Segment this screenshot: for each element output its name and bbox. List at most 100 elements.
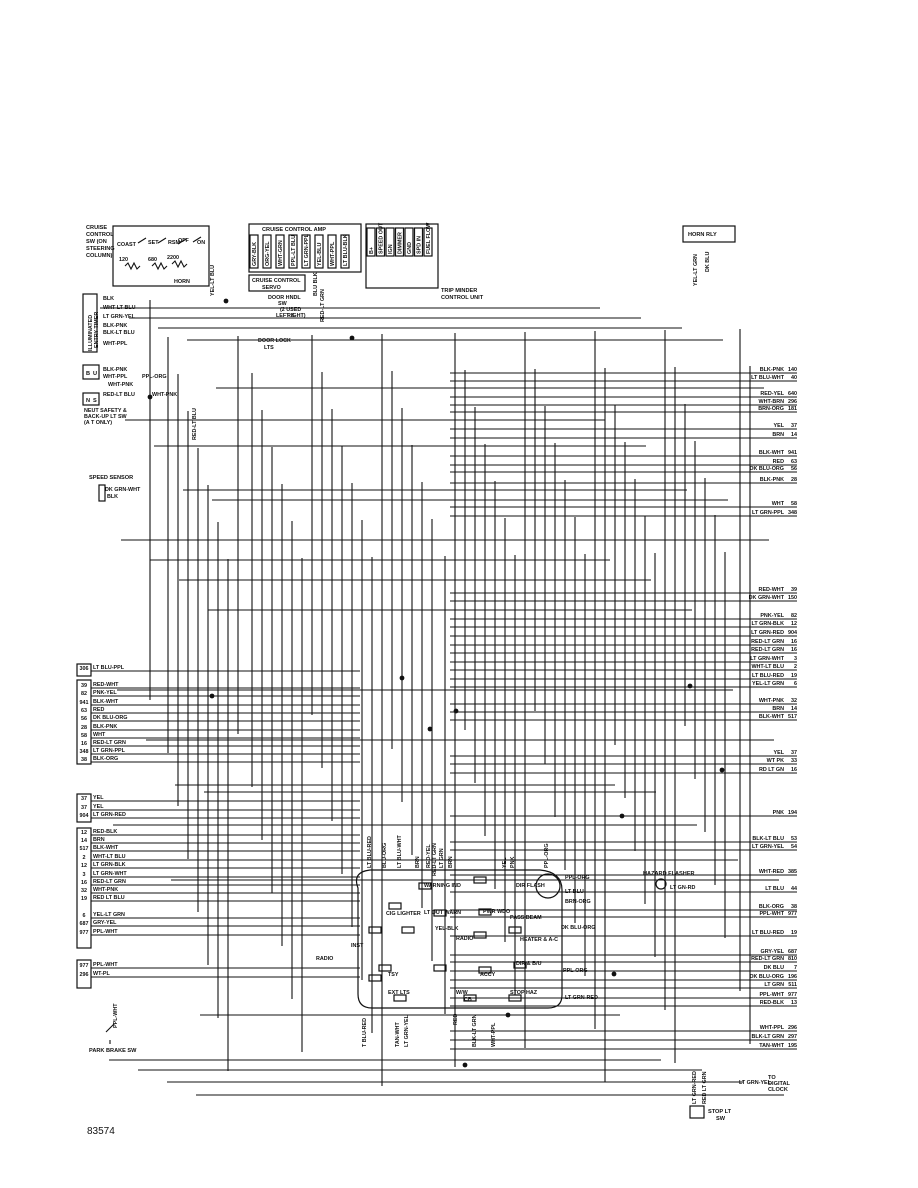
neut-safety-2: (A T ONLY): [84, 420, 112, 426]
top-wire-label: YEL-LT GRN: [693, 254, 699, 286]
top-wire-label: DK BLU: [705, 252, 711, 272]
right-wire-number: 13: [791, 1000, 797, 1006]
left-wire-number: 39: [81, 683, 87, 689]
right-wire-number: 82: [791, 613, 797, 619]
left-wire-label: GRY-YEL: [93, 920, 117, 926]
right-wire-number: 195: [788, 1043, 797, 1049]
neut-safety-0: NEUT SAFETY &: [84, 408, 127, 414]
left-wire-number: 16: [81, 741, 87, 747]
fuse-panel-wire-label: PPL-WHT: [113, 1003, 119, 1028]
top-wire-label: RED-LT GRN: [320, 289, 326, 322]
right-wire-number: 12: [791, 621, 797, 627]
cruise-amp-pin-label: LT BLU-BLK: [343, 234, 349, 266]
hazard-flasher: HAZARD FLASHER: [643, 871, 695, 890]
fuse-panel-wire-label: RED: [453, 1014, 459, 1025]
fuse-block: [463, 994, 477, 1002]
right-wire-number: 37: [791, 423, 797, 429]
left-wire-number: 37: [81, 805, 87, 811]
fuse-panel-wire-label: LT BLU: [565, 889, 584, 895]
left-wire-number: 14: [81, 838, 87, 844]
fuse-panel-wire-label: DK BLU-ORG: [561, 925, 595, 931]
left-wire-number: 3: [83, 872, 86, 878]
right-wire-label: LT GRN-WHT: [750, 656, 784, 662]
cruise-amp-pin-label: GRY-BLK: [252, 242, 258, 266]
right-wire-label: LT BLU: [765, 886, 784, 892]
top-wire-label: DK GRN-WHT: [105, 487, 141, 493]
wire-junction: [399, 675, 405, 681]
left-wire-number: 687: [80, 921, 89, 927]
right-wire-label: DK BLU: [764, 965, 784, 971]
fuse-panel-wire-label: RED-LT GRN: [432, 843, 438, 876]
right-wire-label: DK BLU-ORG: [750, 466, 784, 472]
horn-rly-label: HORN RLY: [688, 232, 717, 238]
right-wire-label: LT BLU-RED: [752, 673, 784, 679]
neutral-safety-switch: B U N S NEUT SAFETY & BACK-UP LT SW (A T…: [82, 364, 128, 426]
connector-b: B: [86, 371, 90, 377]
park-brake-label: PARK BRAKE SW: [89, 1048, 137, 1054]
trip-minder-pin-label: SPEED OUT: [379, 222, 385, 254]
right-wire-number: 16: [791, 639, 797, 645]
top-wire-label: LT GRN-YEL: [103, 314, 136, 320]
fuse-panel-wire-label: RED LT GRN: [702, 1071, 708, 1104]
top-wire-label: BLK-PNK: [103, 323, 127, 329]
digital-clock-2: CLOCK: [768, 1087, 788, 1093]
top-wire-label: WHT-PPL: [103, 341, 128, 347]
cruise-amp-pin-label: WHT-PPL: [330, 241, 336, 266]
left-wire-number: 37: [81, 796, 87, 802]
right-wire-label: LT GRN: [764, 982, 784, 988]
cruise-amp-pin-label: WHT-GRN: [278, 240, 284, 266]
door-hndl-3: LEFT &: [276, 313, 295, 319]
set-position: SET: [148, 240, 159, 246]
on-position: ON: [197, 240, 205, 246]
fuse-panel-label: EXT LTS: [388, 990, 410, 996]
right-wire-number: 33: [791, 758, 797, 764]
fuse-panel-wire-label: BLK-LT GRN: [472, 1014, 478, 1047]
fuse-block: [401, 926, 415, 934]
fuse-block: [513, 961, 527, 969]
wire-junction: [687, 683, 693, 689]
left-wire-label: BLK-WHT: [93, 699, 119, 705]
right-wire-number: 40: [791, 375, 797, 381]
top-wire-label: WHT-PPL: [103, 374, 128, 380]
left-wire-number: 517: [80, 846, 89, 852]
top-wire-label: WHT-PNK: [108, 382, 133, 388]
trip-minder-pin-label: DIMMER: [398, 232, 404, 254]
top-wire-label: BLK: [107, 494, 118, 500]
trip-minder-pin-label: FUEL FLOW: [426, 222, 432, 254]
left-wire-label: WT-PL: [93, 971, 110, 977]
rsm-position: RSM: [168, 240, 180, 246]
trip-minder-pin-label: SPD IN: [417, 236, 423, 254]
right-wire-label: LT GRN-PPL: [752, 510, 785, 516]
coast-position: COAST: [117, 242, 137, 248]
right-wire-label: BRN-ORG: [758, 406, 784, 412]
left-wire-label: BLK-PNK: [93, 724, 117, 730]
wire-junction: [147, 394, 153, 400]
fuse-panel-wire-label: T BLU-RED: [362, 1018, 368, 1047]
entry-timer-0: ILLUMINATED: [88, 315, 94, 351]
resistor-zigzag-icons: [124, 259, 188, 271]
left-wire-number: 16: [81, 880, 87, 886]
right-wire-label: DK BLU-ORG: [750, 974, 784, 980]
fuse-panel-wire-label: LT GRN: [439, 848, 445, 868]
resistor-120: 120: [119, 257, 128, 263]
cruise-sw-label-1: CONTROL: [86, 232, 114, 238]
door-hndl-2: (2 USED: [280, 307, 301, 313]
speed-sensor: SPEED SENSOR: [89, 475, 133, 502]
right-wire-number: 19: [791, 673, 797, 679]
right-wire-number: 6: [794, 681, 797, 687]
right-wire-number: 385: [788, 869, 797, 875]
right-wire-label: RED-LT GRN: [751, 956, 784, 962]
right-wire-number: 196: [788, 974, 797, 980]
cruise-sw-label-4: COLUMN): [86, 253, 113, 259]
stop-lt-sw-1: SW: [716, 1116, 726, 1122]
resistor-2200: 2200: [167, 255, 179, 261]
fuse-panel-outline: [355, 869, 563, 1009]
right-wire-label: LT BLU-WHT: [751, 375, 785, 381]
fuse-block: [393, 994, 407, 1002]
left-wire-label: LT GRN-PPL: [93, 748, 126, 754]
right-wire-number: 7: [794, 965, 797, 971]
fuse-panel-label: PASS BEAM: [510, 915, 542, 921]
